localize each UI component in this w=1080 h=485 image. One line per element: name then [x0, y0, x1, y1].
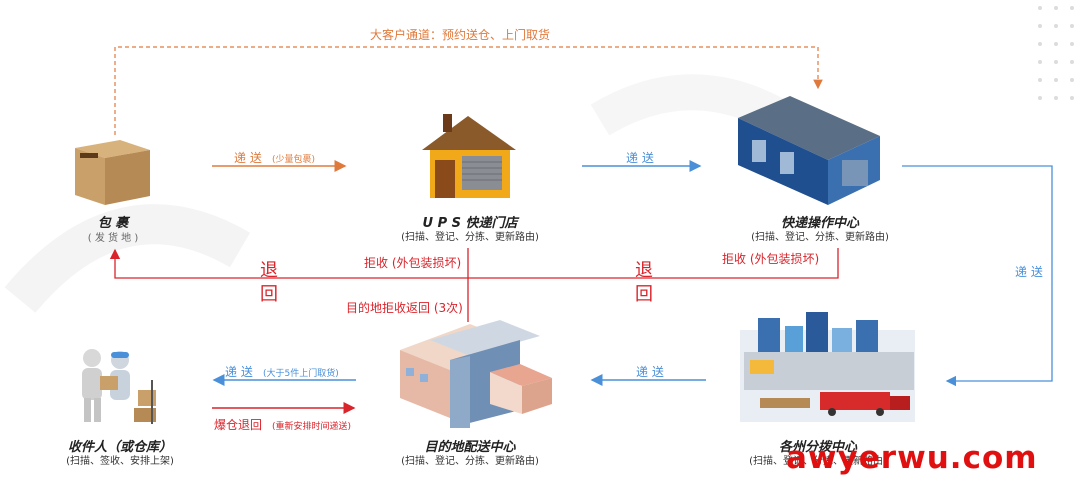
return-left-char-2: 回: [260, 284, 278, 305]
edge-side-label: 递 送: [1015, 265, 1043, 279]
destination-title: 目的地配送中心: [424, 440, 516, 455]
dest-reject-label: 目的地拒收返回 (3次): [346, 301, 463, 315]
operation-title: 快递操作中心: [780, 216, 859, 231]
edge-reject-store-label: 拒收 (外包装损坏): [364, 256, 462, 270]
top-route-line: [114, 46, 823, 135]
edge-store-op-label: 递 送: [626, 151, 654, 165]
parcel-title: 包 裹: [97, 216, 129, 231]
edge-dest-recv-note: (大于5件上门取货): [263, 369, 339, 379]
receiver-sub: (扫描、签收、安排上架): [66, 456, 174, 467]
return-left-char-1: 退: [260, 260, 278, 281]
state-hub-icon: [740, 312, 915, 422]
edge-deliver-small-note: (少量包裹): [272, 155, 316, 165]
store-sub: (扫描、登记、分拣、更新路由): [401, 232, 539, 243]
return-mid-char-1: 退: [635, 260, 653, 281]
store-house-icon: [422, 114, 516, 198]
return-line: [109, 248, 839, 279]
store-title: U P S 快递门店: [422, 216, 518, 231]
receiver-figures-icon: [82, 349, 156, 424]
receiver-title: 收件人（或仓库）: [67, 440, 172, 455]
destination-center-icon: [400, 320, 552, 428]
return-mid-char-2: 回: [635, 284, 653, 305]
overflow-return-label: 爆仓退回: [214, 418, 263, 432]
edge-state-dest-label: 递 送: [636, 365, 664, 379]
top-route-label: 大客户通道：预约送仓、上门取货: [370, 28, 551, 42]
arrow-operation-state: [902, 165, 1053, 387]
destination-sub: (扫描、登记、分拣、更新路由): [401, 456, 539, 467]
parcel-sub: ( 发 货 地 ): [87, 233, 139, 244]
state-sub: (扫描、登记、分拣、更新路由): [749, 456, 887, 467]
operation-sub: (扫描、登记、分拣、更新路由): [751, 232, 889, 243]
edge-deliver-small-label: 递 送: [234, 151, 262, 165]
warehouse-icon: [738, 96, 880, 205]
watermark-text: awyerwu.com: [786, 440, 1038, 476]
edge-reject-op-label: 拒收 (外包装损坏): [722, 252, 820, 266]
state-title: 各州分拨中心: [778, 440, 857, 455]
dot-grid-decoration: [1038, 6, 1074, 100]
parcel-box-icon: [75, 140, 150, 205]
overflow-return-note: (重新安排时间递送): [272, 422, 352, 432]
edge-dest-recv-label: 递 送: [225, 365, 253, 379]
